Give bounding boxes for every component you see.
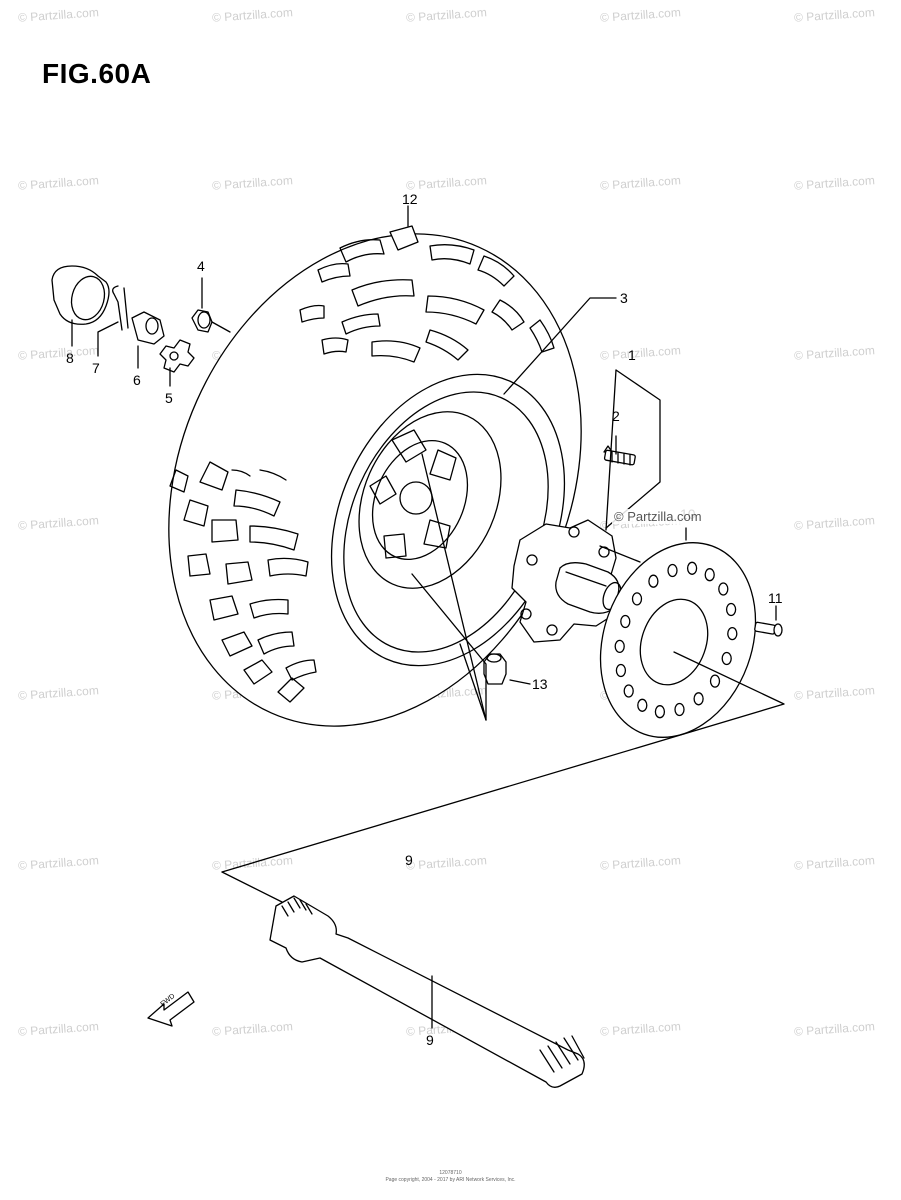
valve-stem [484,654,506,684]
castle-nut [132,312,164,344]
callout-12: 12 [402,191,418,207]
disc-hole [675,704,684,716]
drive-shaft [270,896,584,1087]
disc-hole [633,593,642,605]
callout-2: 2 [612,408,620,424]
wheel-nut [192,310,212,332]
disc-hole [719,583,728,595]
callout-11: 11 [768,590,783,606]
cotter-pin [113,286,128,330]
disc-hole [655,706,664,718]
footer-line-2: Page copyright, 2004 - 2017 by ARI Netwo… [385,1177,516,1183]
disc-hole [722,653,731,665]
disc-hole [705,569,714,581]
leader-lines [72,206,784,1028]
disc-hole [624,685,633,697]
callout-9a: 9 [405,852,413,868]
callout-13: 13 [532,676,548,692]
disc-hole [615,640,624,652]
partzilla-overlay-label: © Partzilla.com [612,509,704,524]
footer-line-1: 12078710 [439,1170,462,1176]
disc-hole [728,628,737,640]
callout-7: 7 [92,360,100,376]
disc-bolt [754,622,782,636]
disc-hole [711,675,720,687]
disc-hole [688,562,697,574]
disc-hole [621,616,630,628]
callout-8: 8 [66,350,74,366]
callout-1: 1 [628,347,636,363]
brake-disc [574,521,781,760]
disc-hole [649,575,658,587]
callout-4: 4 [197,258,205,274]
disc-hole [638,699,647,711]
callout-9b: 9 [426,1032,434,1048]
hub-bolt [604,446,636,465]
footer: 12078710 Page copyright, 2004 - 2017 by … [0,1170,901,1184]
callout-3: 3 [620,290,628,306]
tire [93,168,657,793]
callout-6: 6 [133,372,141,388]
disc-hole [668,565,677,577]
disc-hole [616,665,625,677]
disc-hole [727,604,736,616]
callout-5: 5 [165,390,173,406]
fwd-arrow [148,992,194,1026]
dust-cap [52,266,109,324]
lock-washer [160,340,194,372]
figure-title: FIG.60A [42,58,152,89]
disc-hole [694,693,703,705]
